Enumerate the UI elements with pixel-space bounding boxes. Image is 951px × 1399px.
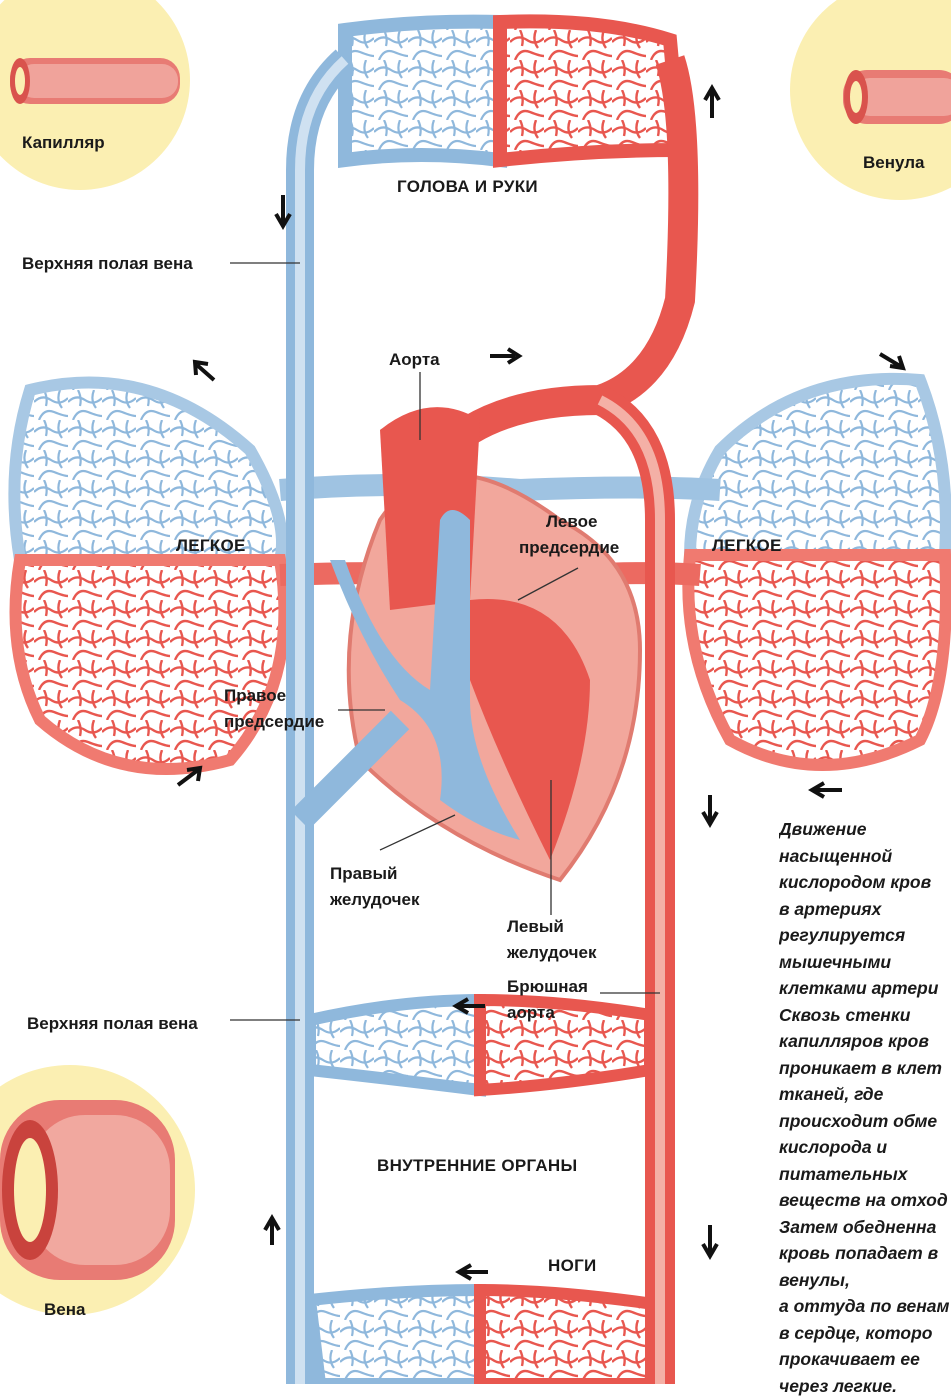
note-line: венулы, [779, 1267, 951, 1294]
superior-vena-cava-label-bottom: Верхняя полая вена [27, 1011, 198, 1037]
vein-label: Вена [44, 1297, 85, 1323]
left-atrium-label-1: Левое [546, 509, 597, 535]
right-ventricle-label-2: желудочек [330, 887, 419, 913]
note-line: а оттуда по венам [779, 1293, 951, 1320]
right-atrium-label-2: предсердие [224, 709, 324, 735]
legs-capillary-bed [310, 1290, 660, 1384]
arrow-down-icon [703, 795, 717, 824]
abdominal-aorta-label-2: аорта [507, 1000, 555, 1026]
legs-label: НОГИ [548, 1256, 597, 1276]
left-ventricle-label-2: желудочек [507, 940, 596, 966]
note-line: питательных [779, 1161, 951, 1188]
arrow-left-icon [812, 783, 842, 797]
arrow-up-icon [265, 1218, 279, 1245]
note-line: проникает в клет [779, 1055, 951, 1082]
note-line: клетками артери [779, 975, 951, 1002]
note-line: веществ на отход [779, 1187, 951, 1214]
note-line: кислородом кров [779, 869, 951, 896]
arrow-up-icon [705, 88, 719, 118]
note-line: тканей, где [779, 1081, 951, 1108]
internal-organs-capillary-bed [310, 1000, 650, 1090]
right-atrium-label-1: Правое [224, 683, 286, 709]
arrow-diagonal-icon [195, 362, 214, 380]
note-line: Сквозь стенки [779, 1002, 951, 1029]
arrow-left-icon [459, 1265, 488, 1279]
right-lung-label: ЛЕГКОЕ [712, 536, 782, 556]
arrow-diagonal-icon [880, 354, 903, 368]
note-line: капилляров кров [779, 1028, 951, 1055]
head-arms-capillary-bed [345, 21, 680, 160]
arrow-right-icon [490, 349, 519, 363]
note-line: кровь попадает в [779, 1240, 951, 1267]
note-line: в сердце, которо [779, 1320, 951, 1347]
right-lung [688, 379, 946, 765]
note-line: насыщенной [779, 843, 951, 870]
arrow-down-icon [703, 1225, 717, 1256]
note-line: регулируется [779, 922, 951, 949]
head-arms-label: ГОЛОВА И РУКИ [397, 177, 538, 197]
note-line: Затем обедненна [779, 1214, 951, 1241]
left-lung-label: ЛЕГКОЕ [176, 536, 246, 556]
venule-label: Венула [863, 150, 924, 176]
superior-vena-cava-label-top: Верхняя полая вена [22, 251, 193, 277]
aorta-label: Аорта [389, 347, 440, 373]
note-line: в артериях [779, 896, 951, 923]
capillary-label: Капилляр [22, 130, 105, 156]
internal-organs-label: ВНУТРЕННИЕ ОРГАНЫ [377, 1156, 577, 1176]
note-line: мышечными [779, 949, 951, 976]
note-line: кислорода и [779, 1134, 951, 1161]
right-ventricle-label-1: Правый [330, 861, 397, 887]
left-ventricle-label-1: Левый [507, 914, 564, 940]
description-note: Движение насыщенной кислородом кров в ар… [779, 816, 951, 1399]
note-line: происходит обме [779, 1108, 951, 1135]
vein-inset [0, 1065, 195, 1315]
capillary-inset [0, 0, 190, 190]
note-line: Движение [779, 816, 951, 843]
note-line: прокачивает ее [779, 1346, 951, 1373]
note-line: через легкие. [779, 1373, 951, 1399]
left-atrium-label-2: предсердие [519, 535, 619, 561]
abdominal-aorta-label-1: Брюшная [507, 974, 588, 1000]
